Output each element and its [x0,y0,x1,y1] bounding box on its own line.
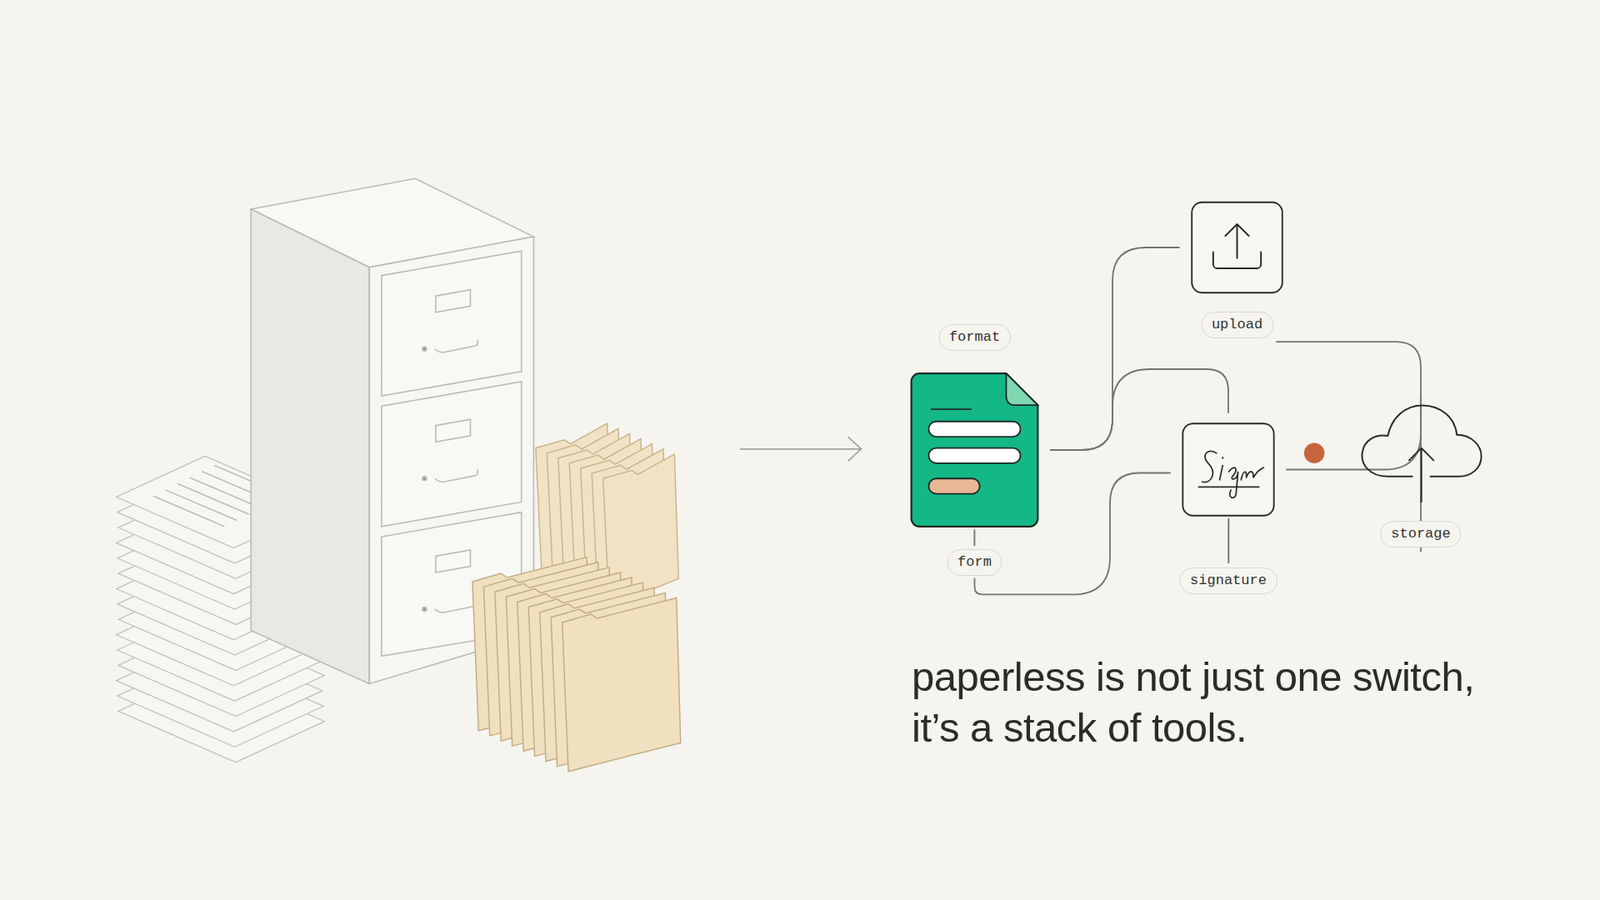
cloud-storage-icon [1359,403,1483,505]
tool-node: upload [1190,200,1284,295]
tool-label: storage [1380,520,1461,548]
folder-group [472,557,681,772]
connector [1050,247,1180,450]
upload-icon [1190,200,1284,295]
tool-node: formatform [910,372,1040,528]
form-document-icon [910,372,1040,528]
tool-label: signature [1179,567,1278,595]
text-line [153,495,225,527]
flow-arrow [740,436,862,461]
tool-label: format [938,324,1011,351]
tool-label: form [946,549,1003,576]
tool-node: storage [1359,403,1483,505]
tool-label: upload [1200,311,1274,339]
connector [1286,396,1421,470]
text-line [177,483,250,515]
accent-dot [1304,442,1325,463]
caption: paperless is not just one switch, it’s a… [911,651,1520,754]
connector [1276,341,1421,551]
tool-node: signature [1181,422,1275,517]
text-line [165,490,237,521]
folder [562,598,681,772]
signature-icon [1181,422,1275,517]
